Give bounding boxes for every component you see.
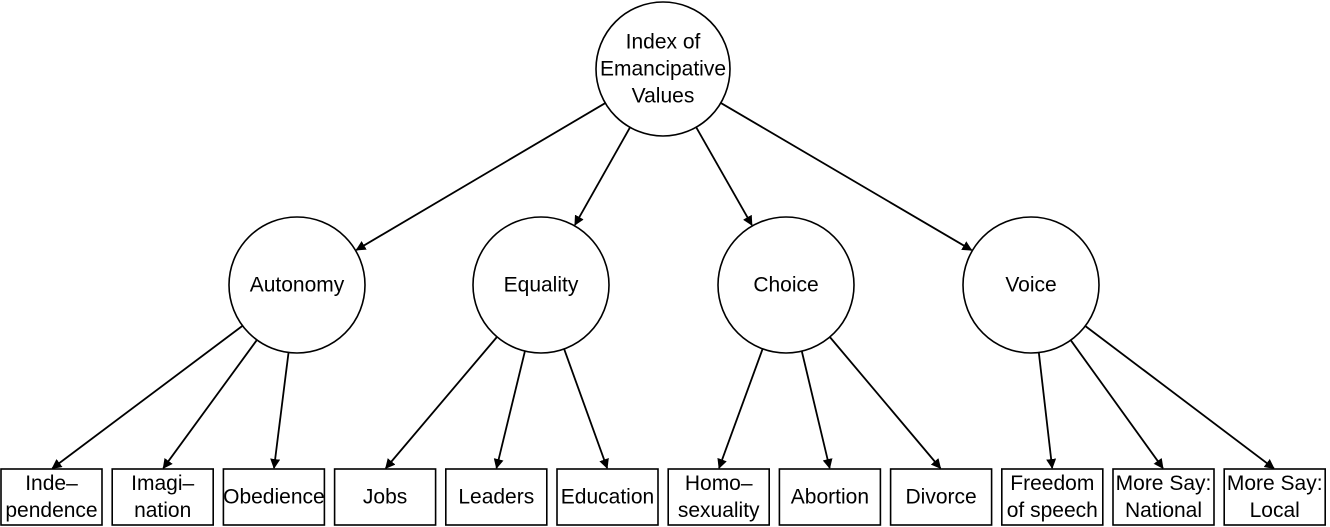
arrow-root-to-choice <box>695 126 753 226</box>
indicator-label: Leaders <box>458 486 534 509</box>
indicator-label: Local <box>1250 499 1300 522</box>
dimension-circle <box>228 216 366 354</box>
arrow-voice-to-item <box>1070 339 1164 469</box>
indicator-box-frame <box>778 468 882 526</box>
arrow-choice-to-item <box>800 350 833 470</box>
arrow-equality-to-item <box>493 350 526 469</box>
indicator-label: More Say: <box>1116 472 1212 495</box>
indicator-label: Inde– <box>25 472 78 495</box>
indicator-box: More Say: Local <box>1223 468 1326 526</box>
indicator-box-frame <box>1112 468 1215 526</box>
arrow-equality-to-item <box>385 336 498 469</box>
indicator-box: Abortion <box>778 468 882 526</box>
indicator-box: Jobs <box>333 468 437 526</box>
arrow-choice-to-item <box>829 336 942 470</box>
edges <box>51 102 1275 470</box>
arrow-root-to-autonomy <box>355 102 606 251</box>
indicator-box: Imagi– nation <box>111 468 214 526</box>
indicator-box-frame <box>1000 468 1104 526</box>
indicator-label: Imagi– <box>131 472 194 495</box>
indicator-label: sexuality <box>678 499 760 522</box>
arrow-root-to-voice <box>720 102 973 251</box>
arrow-root-to-equality <box>574 126 631 226</box>
indicator-box-frame <box>1223 468 1326 526</box>
root-label: Emancipative <box>600 58 726 81</box>
dimension-label: Voice <box>1005 274 1056 297</box>
indicator-box: Homo– sexuality <box>667 468 771 526</box>
arrow-choice-to-item <box>717 348 764 470</box>
arrow-autonomy-to-item <box>270 352 290 469</box>
dimension-node-choice: Choice <box>717 216 855 354</box>
indicator-label: National <box>1125 499 1202 522</box>
indicator-label: pendence <box>5 499 97 522</box>
indicator-label: Homo– <box>685 472 753 495</box>
indicator-box-frame <box>111 468 214 526</box>
indicator-box: Divorce <box>889 468 993 526</box>
indicator-box-frame <box>444 468 548 526</box>
dimension-node-autonomy: Autonomy <box>228 216 366 354</box>
indicator-label: Education <box>561 486 654 509</box>
indicator-box-frame <box>667 468 771 526</box>
indicator-box-frame <box>222 468 326 526</box>
arrow-equality-to-item <box>563 348 609 470</box>
root-circle <box>595 1 731 137</box>
dimension-label: Equality <box>504 274 579 297</box>
indicator-box-frame <box>0 468 103 526</box>
dimension-node-voice: Voice <box>962 216 1100 354</box>
dimension-circle <box>962 216 1100 354</box>
arrow-voice-to-item <box>1037 352 1057 469</box>
indicator-label: Divorce <box>906 486 977 509</box>
dimension-label: Choice <box>753 274 818 297</box>
dimension-circle <box>472 216 610 354</box>
indicator-box-frame <box>333 468 437 526</box>
indicator-box-frame <box>556 468 659 526</box>
dimension-circle <box>717 216 855 354</box>
arrow-autonomy-to-item <box>162 339 258 469</box>
dimension-node-equality: Equality <box>472 216 610 354</box>
indicator-box: Leaders <box>444 468 548 526</box>
indicator-label: nation <box>134 499 191 522</box>
root-label: Index of <box>626 31 701 54</box>
indicator-box: Freedom of speech <box>1000 468 1104 526</box>
indicator-label: More Say: <box>1227 472 1323 495</box>
arrow-autonomy-to-item <box>51 325 244 470</box>
indicator-box: Education <box>556 468 659 526</box>
indicator-box: Obedience <box>222 468 326 526</box>
arrow-voice-to-item <box>1084 325 1275 470</box>
indicator-box-frame <box>889 468 993 526</box>
indicator-label: Obedience <box>223 486 325 509</box>
indicator-label: Freedom <box>1010 472 1094 495</box>
indicator-label: of speech <box>1007 499 1098 522</box>
dimension-label: Autonomy <box>250 274 345 297</box>
indicator-label: Jobs <box>363 486 407 509</box>
root-label: Values <box>632 85 695 108</box>
indicator-box: Inde– pendence <box>0 468 103 526</box>
indicator-label: Abortion <box>791 486 869 509</box>
indicator-box: More Say: National <box>1112 468 1215 526</box>
